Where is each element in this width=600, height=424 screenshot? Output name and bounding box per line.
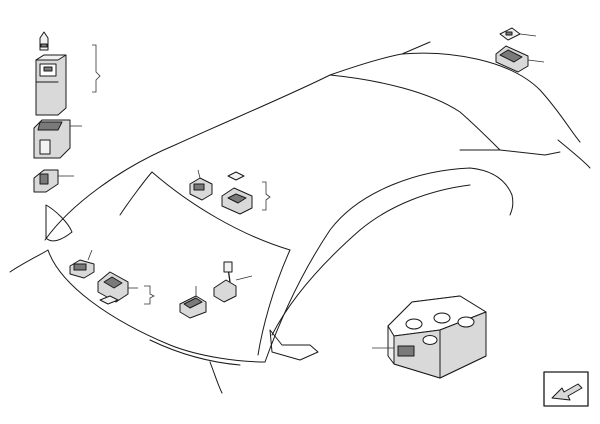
- car-door-handle: [269, 329, 319, 361]
- interior-light-part-icon: [69, 249, 155, 305]
- car-inner-door: [271, 184, 471, 336]
- car-door-line: [264, 167, 514, 363]
- car-pillar: [257, 249, 291, 356]
- bulb-icon: [227, 171, 245, 181]
- connector-icon: [179, 261, 253, 319]
- car-outline-icon: [9, 41, 591, 394]
- car-lower-front: [209, 361, 223, 394]
- car-front-edge: [9, 249, 266, 363]
- bulb-icon: [39, 31, 49, 51]
- navigation-arrow-icon[interactable]: [543, 371, 589, 407]
- car-lower-line: [149, 339, 241, 366]
- box-icon: [372, 295, 487, 379]
- car-windshield-line: [119, 171, 153, 216]
- interior-light-part-icon: [495, 27, 545, 73]
- interior-light-part-icon: [33, 31, 101, 193]
- car-body-outline: [44, 41, 581, 241]
- car-front-bumper: [45, 204, 73, 242]
- car-roof-panel: [151, 171, 291, 251]
- interior-light-part-icon: [189, 169, 271, 215]
- car-right-edge: [557, 139, 591, 169]
- plug-icon: [213, 261, 253, 303]
- car-roof-rear-line: [329, 74, 501, 151]
- bulb-icon: [99, 295, 119, 305]
- switch-icon: [33, 169, 74, 193]
- car-rear-window-lower: [459, 149, 561, 156]
